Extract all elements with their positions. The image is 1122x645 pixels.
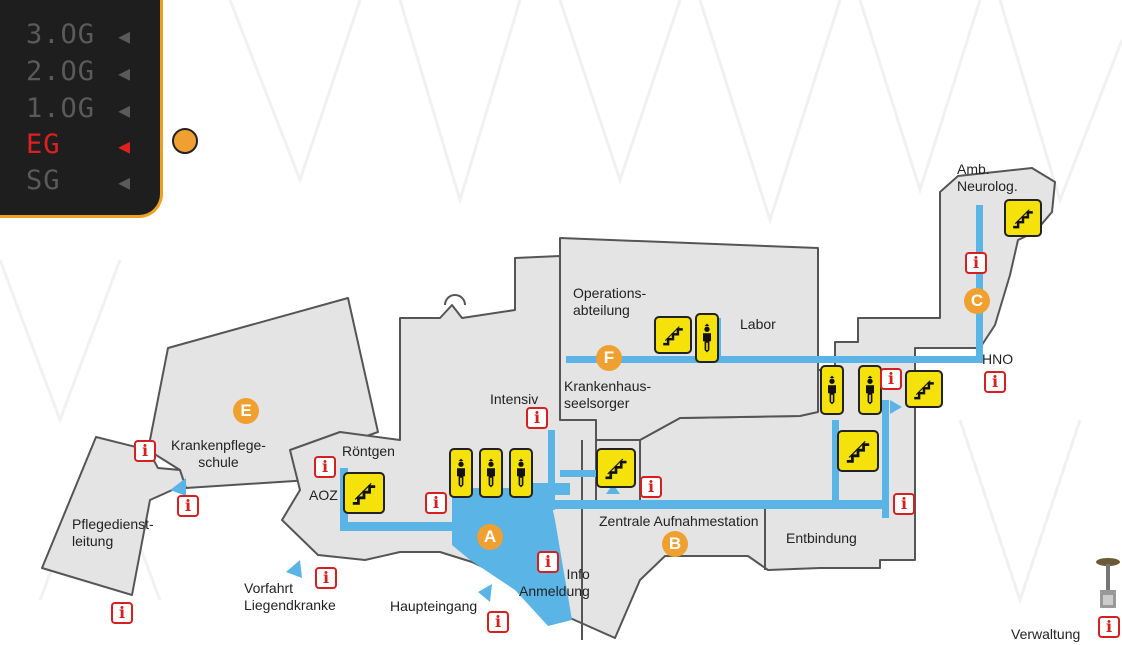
elevator-icon[interactable] — [509, 448, 533, 498]
label-pflegedienstleitung[interactable]: Pflegedienst- leitung — [72, 516, 154, 549]
label-amb-neurolog[interactable]: Amb. Neurolog. — [957, 161, 1018, 194]
info-icon[interactable]: i — [315, 567, 337, 589]
floor-label: 3.OG — [26, 19, 96, 50]
label-aoz[interactable]: AOZ — [309, 487, 338, 503]
lamp-post-icon — [1096, 558, 1120, 608]
floor-eg[interactable]: EG ◀ — [26, 129, 130, 160]
floor-3og[interactable]: 3.OG ◀ — [26, 19, 130, 50]
elevator-icon[interactable] — [858, 365, 882, 415]
zone-marker-e[interactable]: E — [233, 398, 259, 424]
label-intensiv[interactable]: Intensiv — [490, 391, 539, 407]
floor-arrow-icon: ◀ — [118, 24, 132, 48]
floor-selector-panel: 3.OG ◀ 2.OG ◀ 1.OG ◀ EG ◀ SG ◀ — [0, 0, 163, 218]
floor-label: SG — [26, 165, 61, 196]
floor-sg[interactable]: SG ◀ — [26, 165, 130, 196]
stairs-icon[interactable] — [343, 472, 385, 514]
elevator-icon[interactable] — [449, 448, 473, 498]
label-krankenhausseelsorger[interactable]: Krankenhaus- seelsorger — [564, 378, 652, 411]
label-vorfahrt-liegendkranke[interactable]: Vorfahrt Liegendkranke — [244, 580, 336, 613]
info-icon[interactable]: i — [1098, 616, 1120, 638]
floor-label: 1.OG — [26, 93, 96, 124]
floor-arrow-icon: ◀ — [118, 170, 132, 194]
info-icon[interactable]: i — [526, 407, 548, 429]
label-zentrale-aufnahmestation[interactable]: Zentrale Aufnahmestation — [599, 513, 759, 529]
zone-marker-f[interactable]: F — [596, 345, 622, 371]
route-aufnahme — [548, 500, 888, 509]
stairs-icon[interactable] — [1004, 199, 1042, 237]
entrance-arrow-icon — [890, 400, 902, 414]
entrance-arrow-icon — [170, 478, 186, 496]
floor-2og[interactable]: 2.OG ◀ — [26, 56, 130, 87]
route-aoz — [340, 522, 470, 531]
floor-arrow-icon: ◀ — [118, 98, 132, 122]
route-to-neurolog — [976, 205, 983, 363]
info-icon[interactable]: i — [893, 493, 915, 515]
floor-1og[interactable]: 1.OG ◀ — [26, 93, 130, 124]
label-haupteingang[interactable]: Haupteingang — [390, 598, 478, 614]
info-icon[interactable]: i — [111, 602, 133, 624]
label-info-anmeldung[interactable]: Info Anmeldung — [519, 566, 590, 599]
stairs-icon[interactable] — [654, 316, 692, 354]
stairs-icon[interactable] — [837, 430, 879, 472]
info-icon[interactable]: i — [134, 440, 156, 462]
floor-label: 2.OG — [26, 56, 96, 87]
floor-arrow-icon: ◀ — [118, 61, 132, 85]
label-entbindung[interactable]: Entbindung — [786, 530, 857, 546]
current-floor-indicator — [172, 128, 198, 154]
stairs-icon[interactable] — [596, 448, 636, 488]
info-icon[interactable]: i — [880, 368, 902, 390]
label-hno[interactable]: HNO — [982, 351, 1014, 367]
route-entrance-hall — [452, 488, 572, 626]
label-krankenpflegeschule[interactable]: Krankenpflege- schule — [171, 437, 266, 470]
entrance-arrow-icon — [286, 560, 302, 578]
info-icon[interactable]: i — [425, 492, 447, 514]
elevator-icon[interactable] — [820, 365, 844, 415]
label-roentgen[interactable]: Röntgen — [342, 443, 395, 459]
route-intensiv — [548, 430, 555, 510]
floor-arrow-icon: ◀ — [118, 134, 132, 158]
info-icon[interactable]: i — [984, 371, 1006, 393]
info-icon[interactable]: i — [177, 495, 199, 517]
label-labor[interactable]: Labor — [740, 316, 776, 332]
label-verwaltung[interactable]: Verwaltung — [1011, 626, 1081, 642]
info-icon[interactable]: i — [314, 456, 336, 478]
label-operationsabteilung[interactable]: Operations- abteilung — [573, 285, 647, 318]
info-icon[interactable]: i — [640, 476, 662, 498]
info-icon[interactable]: i — [965, 252, 987, 274]
zone-marker-a[interactable]: A — [477, 524, 503, 550]
route-operations-corridor — [566, 356, 980, 363]
entrance-arrow-icon — [606, 484, 620, 494]
entrance-arrow-icons — [170, 400, 902, 602]
zone-marker-c[interactable]: C — [964, 288, 990, 314]
info-icon[interactable]: i — [487, 611, 509, 633]
floor-label: EG — [26, 129, 61, 160]
elevator-icon[interactable] — [479, 448, 503, 498]
stairs-icon[interactable] — [905, 370, 943, 408]
zone-marker-b[interactable]: B — [662, 531, 688, 557]
info-icon[interactable]: i — [537, 551, 559, 573]
entrance-arrow-icon — [478, 584, 492, 602]
elevator-icon[interactable] — [695, 313, 719, 363]
